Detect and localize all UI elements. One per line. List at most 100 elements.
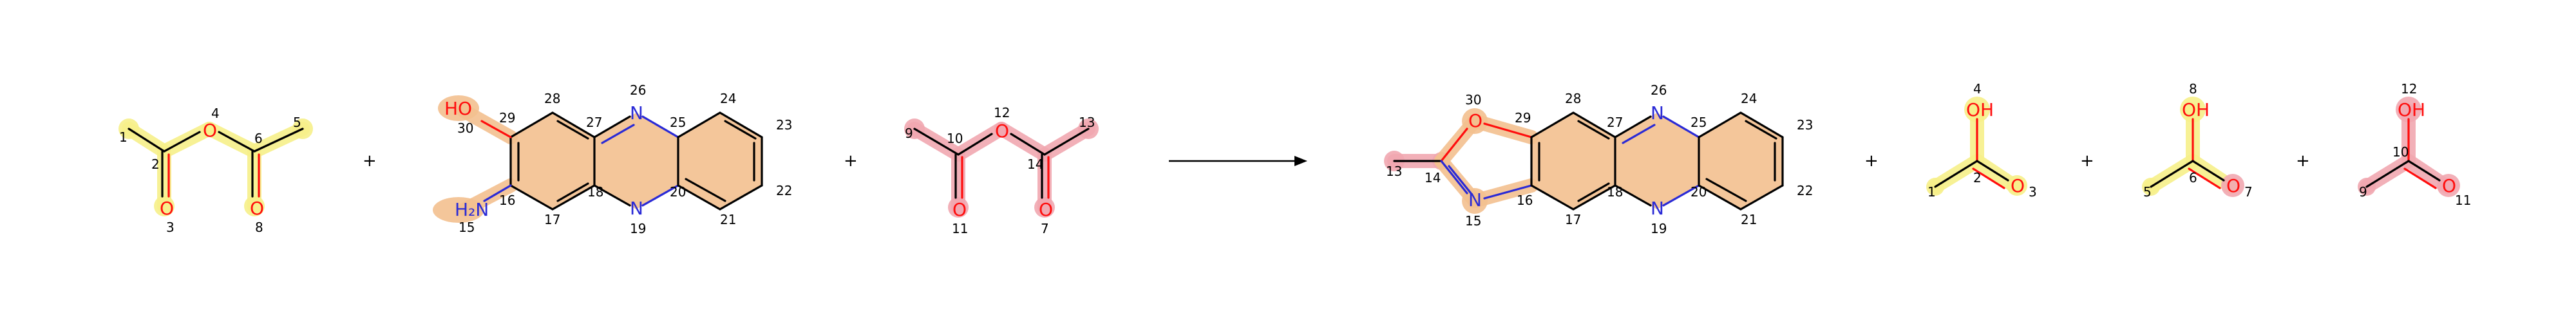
atom-label: O (2226, 175, 2240, 196)
atom-label: H₂N (455, 199, 489, 220)
atom-index: 28 (544, 91, 560, 106)
reaction-arrow (1169, 156, 1307, 166)
atom-label: O (995, 120, 1009, 142)
atom-label: O (952, 199, 967, 220)
bonds (128, 128, 304, 198)
reactant-aminohydroxyphenazine: HO N N H₂N 30 29 28 27 26 25 24 23 22 21… (433, 82, 792, 236)
atom-index: 5 (2143, 184, 2152, 200)
atom-index: 7 (2244, 184, 2253, 200)
product-methyloxazolophenazine: O N N N 13 14 30 15 29 16 28 17 27 18 26… (1384, 82, 1813, 236)
atom-index: 2 (1973, 170, 1982, 185)
atom-label: O (2011, 175, 2025, 196)
plus-sign: + (844, 151, 858, 171)
bonds (480, 111, 763, 211)
atom-index: 15 (1465, 213, 1481, 229)
atom-index: 26 (1651, 82, 1667, 98)
atom-index: 1 (119, 129, 128, 145)
atom-index: 29 (499, 110, 515, 126)
atom-label: N (1468, 189, 1482, 211)
atom-index: 21 (1741, 212, 1757, 227)
atom-label: OH (1966, 99, 1994, 120)
plus-sign: + (1864, 151, 1879, 171)
atom-index: 10 (2392, 144, 2409, 160)
atom-index: 25 (670, 115, 686, 130)
atom-index: 19 (630, 221, 646, 236)
plus-sign: + (363, 151, 377, 171)
atom-index: 17 (1565, 212, 1581, 227)
atom-index: 9 (905, 126, 913, 141)
atom-index: 3 (2029, 184, 2037, 200)
atom-label: N (630, 102, 643, 124)
atom-index: 11 (2455, 193, 2471, 208)
atom-index: 21 (720, 212, 736, 227)
atom-index: 11 (952, 221, 968, 236)
reactant-acetic-anhydride-1: O O O 1 2 3 4 5 6 8 (118, 106, 313, 235)
atom-label: O (203, 120, 217, 141)
bonds (913, 128, 1090, 199)
atom-label: N (1651, 198, 1664, 219)
atom-index: 12 (2401, 81, 2417, 97)
atom-index: 22 (776, 183, 792, 198)
atom-index: 6 (254, 131, 263, 146)
atom-index: 19 (1651, 221, 1667, 236)
atom-index: 16 (1517, 193, 1533, 208)
atom-index: 16 (499, 193, 515, 208)
bonds (1393, 111, 1784, 211)
atom-index: 26 (630, 82, 646, 98)
plus-sign: + (2080, 151, 2094, 171)
bonds (2365, 118, 2441, 189)
atom-index: 10 (947, 131, 963, 146)
atom-label: N (1651, 102, 1664, 124)
atom-index: 30 (457, 120, 473, 136)
atom-index: 15 (459, 220, 475, 235)
atom-index: 9 (2359, 184, 2367, 200)
atom-index: 3 (166, 220, 175, 235)
atom-label: OH (2182, 99, 2210, 120)
atom-label: O (160, 198, 174, 219)
atom-index: 13 (1386, 164, 1402, 179)
atom-index: 22 (1797, 183, 1813, 198)
product-acetic-acid-3: OH O 12 10 9 11 (2358, 81, 2471, 208)
atom-index: 23 (1797, 117, 1813, 133)
atom-index: 8 (255, 220, 263, 235)
reactant-acetic-anhydride-2: O O O 9 10 11 12 13 14 7 (904, 105, 1099, 236)
atom-index: 2 (151, 156, 160, 172)
atom-index: 18 (1607, 184, 1623, 200)
bonds (1934, 118, 2009, 189)
atom-index: 30 (1465, 92, 1481, 108)
atom-index: 17 (544, 212, 560, 227)
atom-index: 7 (1041, 221, 1049, 236)
atom-label: N (630, 198, 643, 219)
atom-index: 4 (211, 106, 220, 121)
atom-label: O (2442, 175, 2456, 196)
plus-sign: + (2296, 151, 2310, 171)
atom-label: O (250, 198, 264, 219)
atom-index: 18 (587, 184, 603, 200)
bonds (2150, 118, 2225, 189)
atom-index: 4 (1973, 81, 1982, 97)
atom-index: 13 (1079, 115, 1095, 130)
atom-index: 27 (586, 115, 602, 130)
product-acetic-acid-1: OH O 4 2 1 3 (1926, 81, 2037, 200)
atom-index: 24 (1741, 91, 1757, 106)
atom-index: 23 (776, 117, 792, 133)
atom-index: 8 (2189, 81, 2197, 97)
atom-index: 20 (1690, 184, 1707, 200)
atom-index: 24 (720, 91, 736, 106)
atom-index: 20 (670, 184, 686, 200)
atom-index: 1 (1927, 184, 1936, 200)
atom-index: 29 (1515, 110, 1531, 126)
atom-index: 6 (2189, 170, 2197, 185)
atom-index: 14 (1027, 156, 1043, 172)
atom-index: 5 (293, 115, 301, 130)
atom-index: 28 (1565, 91, 1581, 106)
product-acetic-acid-2: OH O 8 6 5 7 (2142, 81, 2253, 200)
atom-index: 12 (994, 105, 1010, 120)
atom-label: O (1039, 199, 1053, 220)
atom-label: O (1468, 110, 1482, 131)
atom-label: OH (2398, 99, 2425, 120)
atom-index: 25 (1690, 115, 1707, 130)
atom-index: 14 (1425, 170, 1441, 185)
atom-index: 27 (1607, 115, 1623, 130)
